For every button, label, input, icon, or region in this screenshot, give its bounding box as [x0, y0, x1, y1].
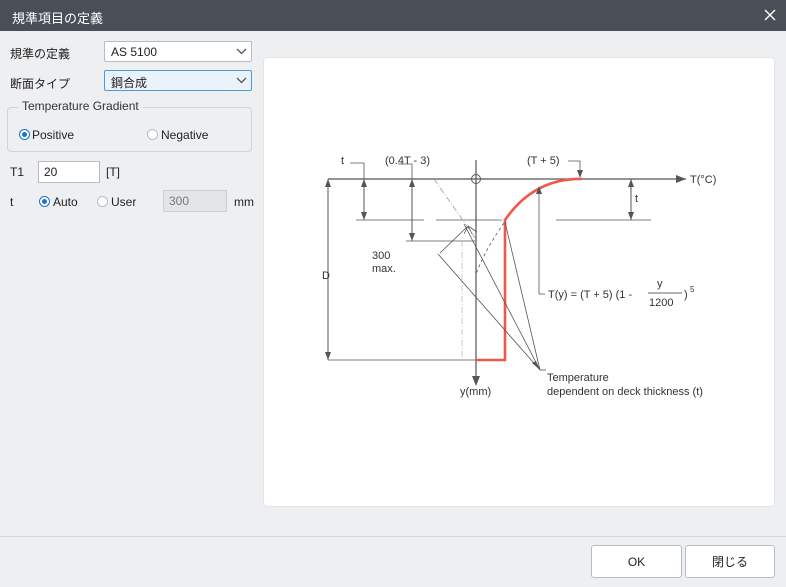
footer-divider — [0, 536, 786, 537]
formula-left: T(y) = (T + 5) (1 - — [548, 289, 632, 301]
negative-radio[interactable] — [147, 129, 158, 140]
note-line2: dependent on deck thickness (t) — [547, 386, 703, 398]
formula-denominator: 1200 — [649, 297, 673, 309]
t1-unit: [T] — [106, 165, 120, 179]
formula-exponent: 5 — [690, 285, 695, 294]
standard-value: AS 5100 — [111, 45, 158, 59]
chevron-down-icon — [236, 48, 247, 55]
formula-numerator: y — [657, 278, 663, 290]
auto-label: Auto — [53, 195, 78, 209]
section-type-select[interactable]: 鋼合成 — [104, 70, 252, 91]
temperature-gradient-diagram: D t (0.4T - 3) 300 max. (T + 5) — [322, 155, 716, 398]
positive-label: Positive — [32, 128, 75, 142]
t-top-label: t — [341, 155, 344, 167]
t-label: t — [10, 195, 14, 209]
ok-button[interactable]: OK — [591, 545, 682, 578]
title-bar: 規準項目の定義 — [0, 0, 786, 31]
note-line1: Temperature — [547, 372, 609, 384]
negative-label: Negative — [161, 128, 209, 142]
window-title: 規準項目の定義 — [12, 11, 104, 26]
left-expr-label: (0.4T - 3) — [385, 155, 430, 167]
t1-label: T1 — [10, 165, 25, 179]
diagram-panel: D t (0.4T - 3) 300 max. (T + 5) — [263, 57, 775, 507]
origin-circle — [471, 174, 481, 184]
max-text-label: max. — [372, 263, 396, 275]
t-axis-arrow — [676, 175, 686, 183]
max-value-label: 300 — [372, 250, 390, 262]
positive-radio[interactable] — [19, 129, 30, 140]
user-label: User — [111, 195, 137, 209]
dashed-curve — [475, 222, 505, 275]
close-icon[interactable] — [760, 5, 780, 25]
y-axis-label: y(mm) — [460, 386, 491, 398]
close-button[interactable]: 閉じる — [685, 545, 775, 578]
linear-guide — [433, 178, 477, 240]
standard-select[interactable]: AS 5100 — [104, 41, 252, 62]
y-axis-arrow — [472, 376, 480, 386]
d-label: D — [322, 270, 330, 282]
temperature-gradient-group: Temperature Gradient Positive Negative — [7, 99, 252, 152]
t1-input[interactable] — [38, 161, 100, 183]
t-axis-label: T(°C) — [690, 174, 716, 186]
formula-right: ) — [684, 289, 688, 301]
user-radio[interactable] — [97, 196, 108, 207]
standard-label: 規準の定義 — [10, 47, 71, 61]
top-expr-label: (T + 5) — [527, 155, 560, 167]
section-type-label: 断面タイプ — [10, 77, 71, 91]
temperature-gradient-legend: Temperature Gradient — [18, 99, 143, 113]
t-unit: mm — [234, 195, 254, 209]
chevron-down-icon — [236, 77, 247, 84]
t-value-input[interactable] — [163, 190, 227, 212]
temperature-profile — [476, 177, 583, 362]
auto-radio[interactable] — [39, 196, 50, 207]
section-type-value: 鋼合成 — [111, 76, 148, 90]
t-right-label: t — [635, 193, 638, 205]
